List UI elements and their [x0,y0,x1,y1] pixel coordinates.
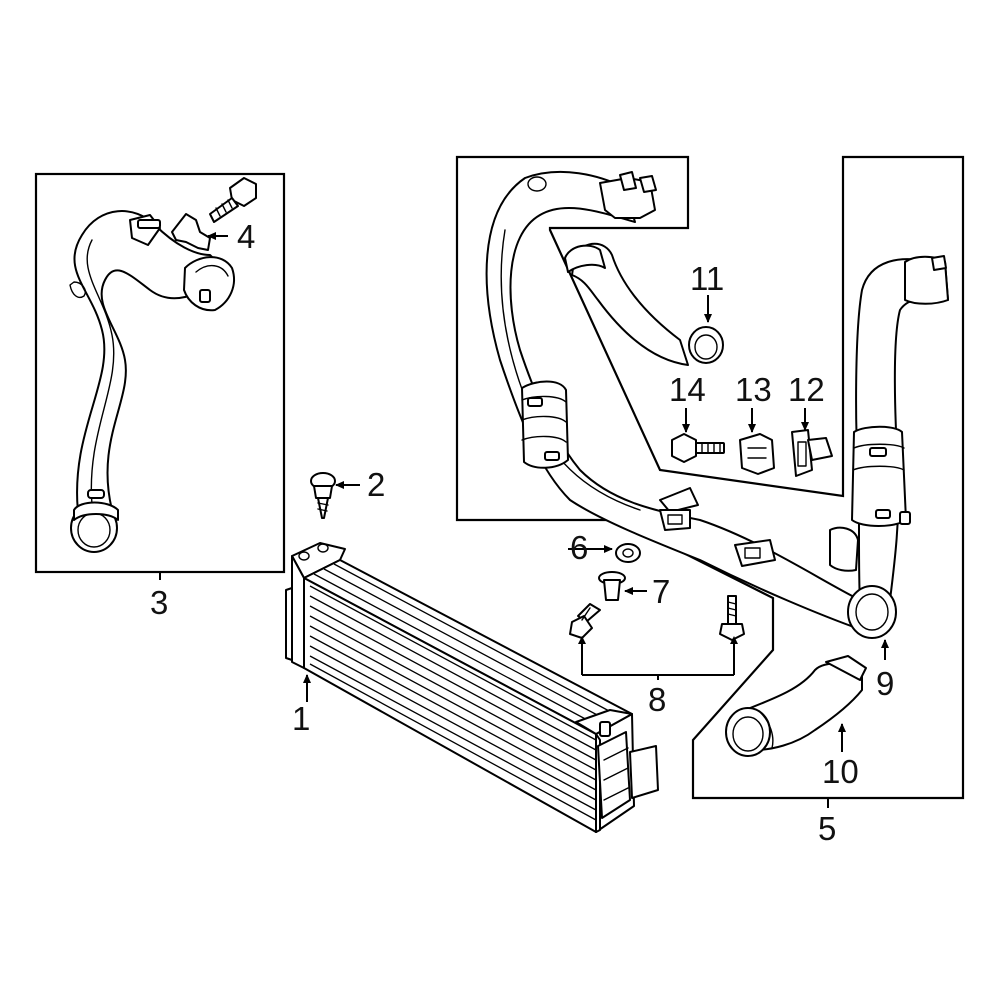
bolt-part-8-right[interactable] [719,595,745,641]
callout-13: 13 [735,371,772,408]
bolt-part-4[interactable] [209,177,257,223]
callout-4: 4 [237,218,255,255]
callout-5: 5 [818,810,836,847]
screw-part-2[interactable] [310,472,336,519]
callout-11: 11 [690,260,724,297]
intercooler-part-1[interactable] [285,542,659,833]
hose-part-10[interactable] [725,655,867,757]
clip-part-13[interactable] [739,433,775,475]
group-box-3 [34,172,286,580]
callout-9: 9 [876,665,894,702]
group-box-5 [455,155,965,808]
callout-7: 7 [652,573,670,610]
inlet-hose-part-3[interactable] [69,210,235,553]
callout-8-leader [578,636,738,680]
bolt-part-8-left[interactable] [569,603,601,639]
callout-1: 1 [292,700,310,737]
callout-8: 8 [648,681,666,718]
sensor-part-4[interactable] [137,213,211,251]
vent-hose-part-11[interactable] [564,242,724,366]
callout-14: 14 [669,371,706,408]
sensor-part-12[interactable] [791,429,833,477]
callout-3: 3 [150,584,168,621]
bolt-part-7[interactable] [598,571,626,601]
callout-12: 12 [788,371,825,408]
callout-10: 10 [822,753,859,790]
callout-6: 6 [570,529,588,566]
callout-arrows [207,232,889,752]
bolt-part-14[interactable] [671,433,725,463]
charge-pipe-part-9[interactable] [485,170,949,639]
nut-part-6[interactable] [615,543,641,563]
callout-2: 2 [367,466,385,503]
